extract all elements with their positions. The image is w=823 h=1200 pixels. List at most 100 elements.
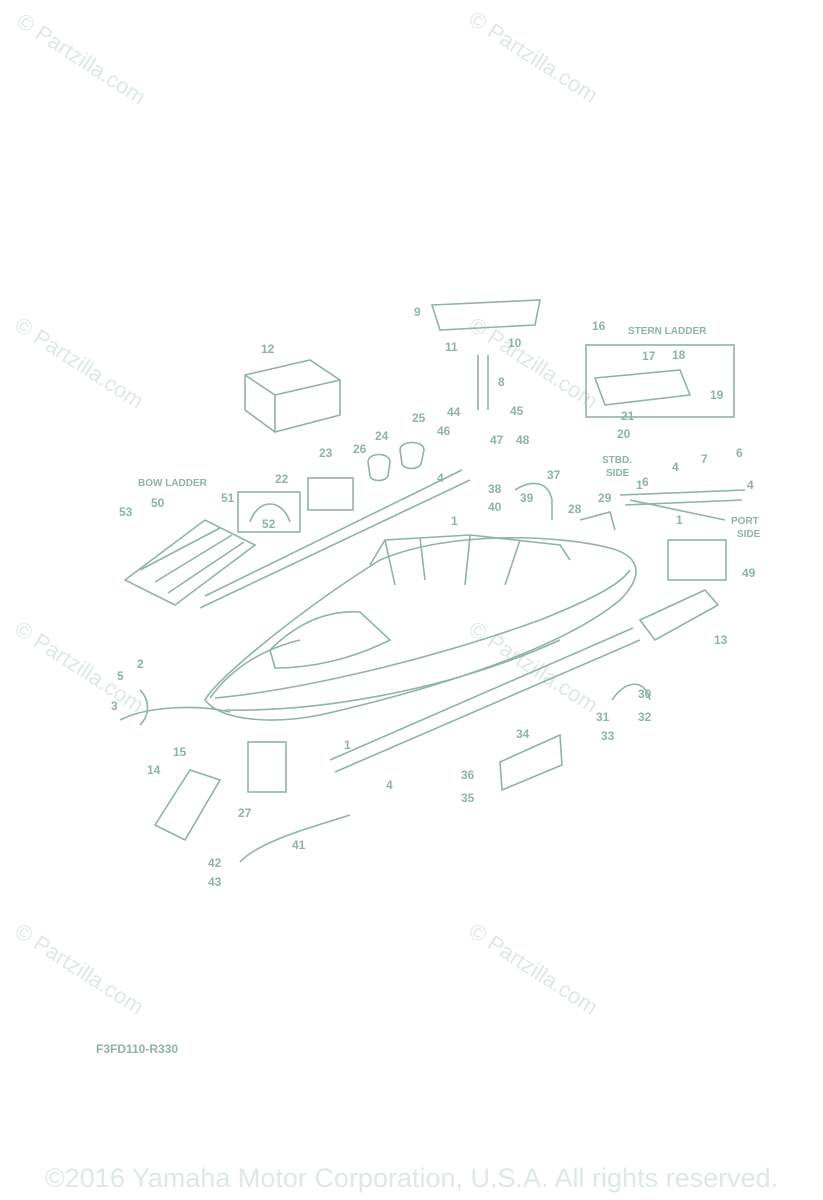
callout-1: 1 [451, 514, 458, 528]
callout-51: 51 [221, 491, 235, 505]
callout-43: 43 [208, 875, 222, 889]
callout-41: 41 [292, 838, 306, 852]
cup-holder [367, 453, 391, 482]
callout-4: 4 [386, 778, 393, 792]
callout-39: 39 [520, 491, 534, 505]
callout-6: 6 [736, 446, 743, 460]
hull-outline [204, 536, 637, 721]
callout-25: 25 [412, 411, 426, 425]
rub-rail-lower [334, 639, 641, 773]
callout-28: 28 [568, 502, 582, 516]
bow-ladder [123, 519, 257, 606]
callout-42: 42 [208, 856, 222, 870]
cup-holder [399, 441, 425, 470]
bow-ladder-label: BOW LADDER [138, 478, 207, 489]
callout-27: 27 [238, 806, 252, 820]
callout-21: 21 [621, 409, 635, 423]
callout-11: 11 [445, 340, 458, 354]
callout-8: 8 [498, 375, 505, 389]
hull-keel-line [224, 639, 561, 711]
port-rail [629, 499, 726, 521]
tower-plate [430, 299, 541, 331]
callout-33: 33 [601, 729, 615, 743]
callout-30: 30 [638, 687, 652, 701]
bow-ladder-rungs [139, 527, 245, 594]
hull-sheer-line [214, 569, 631, 699]
callout-52: 52 [262, 517, 276, 531]
stern-ladder [593, 369, 692, 406]
callout-36: 36 [461, 768, 475, 782]
callout-34: 34 [516, 727, 530, 741]
rub-rail-upper [199, 479, 471, 609]
storage-tray [307, 477, 354, 511]
callout-13: 13 [714, 633, 728, 647]
cockpit [269, 610, 392, 669]
callout-29: 29 [598, 491, 612, 505]
cargo-net [499, 733, 563, 792]
callout-7: 7 [701, 452, 708, 466]
callout-4: 4 [747, 478, 754, 492]
diagram-code: F3FD110-R330 [96, 1042, 179, 1056]
rub-rail-lower-2 [329, 627, 634, 761]
callout-22: 22 [275, 472, 289, 486]
callout-17: 17 [642, 349, 656, 363]
stbd-side-label: STBD. [602, 455, 632, 466]
speaker-box [667, 539, 727, 581]
callout-26: 26 [353, 442, 367, 456]
tower-post [477, 355, 489, 410]
callout-6: 6 [642, 475, 649, 489]
rub-rail-upper-2 [204, 469, 463, 597]
handrail [249, 503, 291, 523]
callout-38: 38 [488, 482, 502, 496]
callout-45: 45 [510, 404, 524, 418]
copyright-notice: ©2016 Yamaha Motor Corporation, U.S.A. A… [44, 1163, 779, 1193]
windshield-frame [384, 535, 521, 586]
callout-15: 15 [173, 745, 187, 759]
callout-24: 24 [375, 429, 389, 443]
pipe-28 [579, 511, 616, 531]
rail-37 [514, 482, 553, 520]
bow-deck [209, 639, 301, 699]
callout-35: 35 [461, 791, 475, 805]
cooler [244, 359, 341, 433]
arch-30 [611, 683, 651, 701]
windshield [369, 534, 571, 566]
callout-53: 53 [119, 505, 133, 519]
handrail-box [237, 491, 301, 533]
callout-1: 1 [676, 513, 683, 527]
callout-4: 4 [437, 471, 444, 485]
callout-3: 3 [111, 699, 118, 713]
callout-23: 23 [319, 446, 333, 460]
callout-46: 46 [437, 424, 451, 438]
callout-14: 14 [147, 763, 161, 777]
panel-14 [153, 769, 222, 842]
bow-fitting [139, 689, 149, 726]
callout-5: 5 [117, 669, 124, 683]
port-side-label: PORT [731, 516, 759, 527]
port-side-label: SIDE [737, 529, 761, 540]
stbd-rail-2 [624, 499, 743, 506]
callout-47: 47 [490, 433, 504, 447]
stbd-rail [619, 489, 746, 496]
callout-1: 1 [344, 738, 351, 752]
callout-9: 9 [414, 305, 421, 319]
bow-cleat [119, 706, 231, 721]
stbd-side-label: SIDE [606, 468, 630, 479]
callout-16: 16 [592, 319, 606, 333]
callout-50: 50 [151, 496, 165, 510]
callout-32: 32 [638, 710, 652, 724]
box-27 [247, 741, 287, 793]
grab-rail [239, 814, 351, 863]
callout-49: 49 [742, 566, 756, 580]
stern-ladder-label: STERN LADDER [628, 326, 707, 337]
callout-19: 19 [710, 388, 724, 402]
callout-10: 10 [508, 336, 522, 350]
callout-37: 37 [547, 468, 561, 482]
stern-ladder-box [585, 344, 735, 418]
callout-48: 48 [516, 433, 530, 447]
callout-12: 12 [261, 342, 275, 356]
callout-31: 31 [596, 710, 610, 724]
callout-1: 1 [636, 478, 643, 492]
callout-20: 20 [617, 427, 631, 441]
